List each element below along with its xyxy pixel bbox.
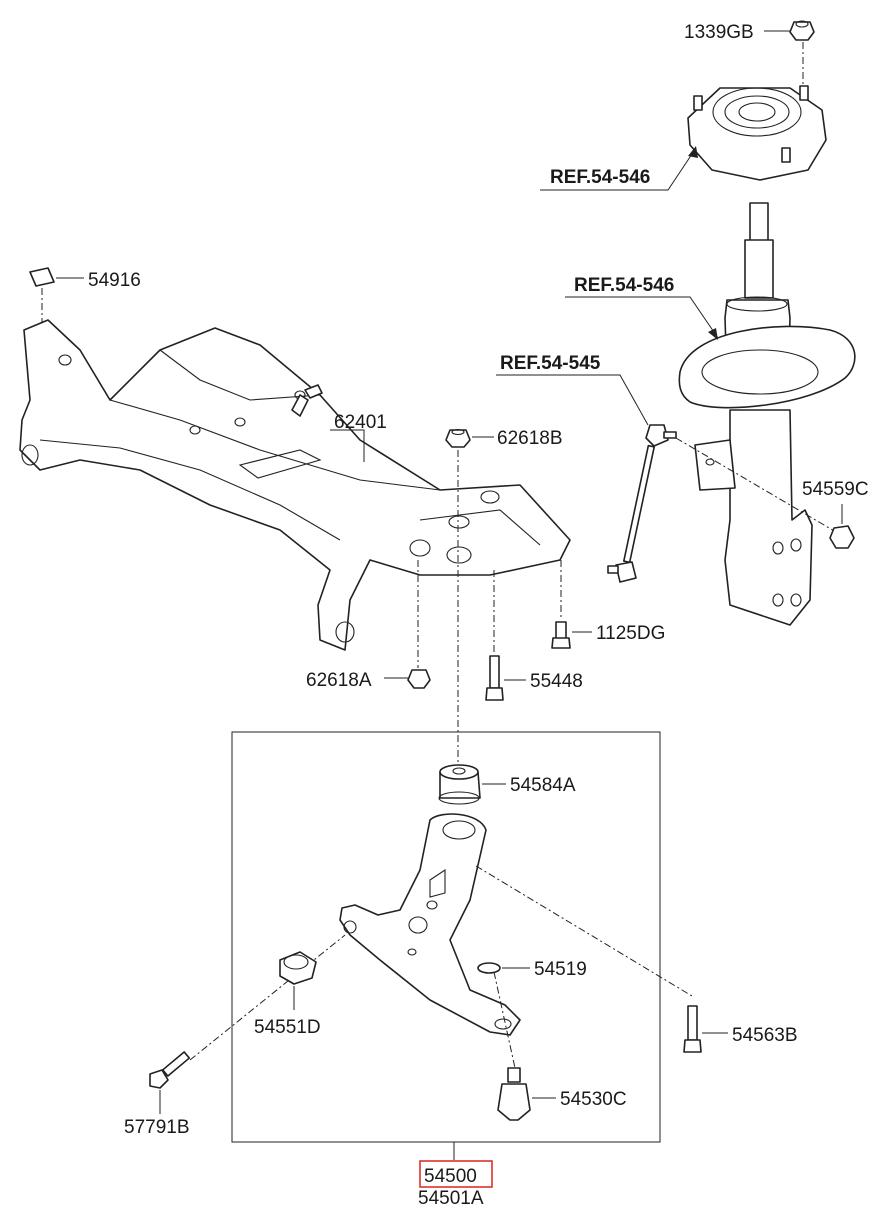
label-54551D: 54551D <box>254 1017 321 1038</box>
strut-assembly[interactable] <box>678 202 856 626</box>
label-54584A: 54584A <box>510 775 576 796</box>
bolt-62618B[interactable] <box>445 428 471 448</box>
nut-54559C[interactable] <box>829 525 855 549</box>
strut-top-mount[interactable] <box>687 85 827 181</box>
label-57791B: 57791B <box>124 1117 190 1138</box>
lower-control-arm[interactable] <box>339 813 521 1036</box>
label-62618B: 62618B <box>497 428 563 449</box>
label-1125DG: 1125DG <box>596 623 665 644</box>
bushing-54551D[interactable] <box>279 951 317 985</box>
bushing-54584A[interactable] <box>438 764 481 805</box>
label-54559C: 54559C <box>802 479 869 500</box>
ball-joint-54530C[interactable] <box>497 1067 531 1121</box>
assembly-box <box>231 731 661 1143</box>
nut-62618A[interactable] <box>407 669 431 689</box>
label-62401: 62401 <box>334 412 387 433</box>
label-55448: 55448 <box>530 671 583 692</box>
label-54563B: 54563B <box>732 1025 798 1046</box>
label-54916: 54916 <box>88 270 141 291</box>
ref-label-top-mount: REF.54-546 <box>550 167 650 188</box>
nut-1339GB[interactable] <box>789 20 815 41</box>
ref-label-strut: REF.54-546 <box>574 275 674 296</box>
label-62618A: 62618A <box>306 670 372 691</box>
label-54501A: 54501A <box>418 1188 484 1209</box>
label-1339GB: 1339GB <box>684 22 754 43</box>
bolt-57791B[interactable] <box>149 1051 191 1089</box>
ring-54519[interactable] <box>477 962 501 974</box>
bolt-55448[interactable] <box>485 655 504 701</box>
label-54519: 54519 <box>534 959 587 980</box>
pad-54916[interactable] <box>29 267 55 287</box>
bolt-1125DG[interactable] <box>551 621 571 649</box>
stabilizer-link[interactable] <box>607 424 677 583</box>
ref-label-stabilizer-link: REF.54-545 <box>500 353 601 374</box>
bolt-54563B[interactable] <box>683 1005 702 1053</box>
label-54530C: 54530C <box>560 1089 627 1110</box>
highlight-54500 <box>419 1160 493 1188</box>
label-54500[interactable]: 54500 <box>424 1166 477 1187</box>
crossmember-62401[interactable] <box>19 319 571 651</box>
